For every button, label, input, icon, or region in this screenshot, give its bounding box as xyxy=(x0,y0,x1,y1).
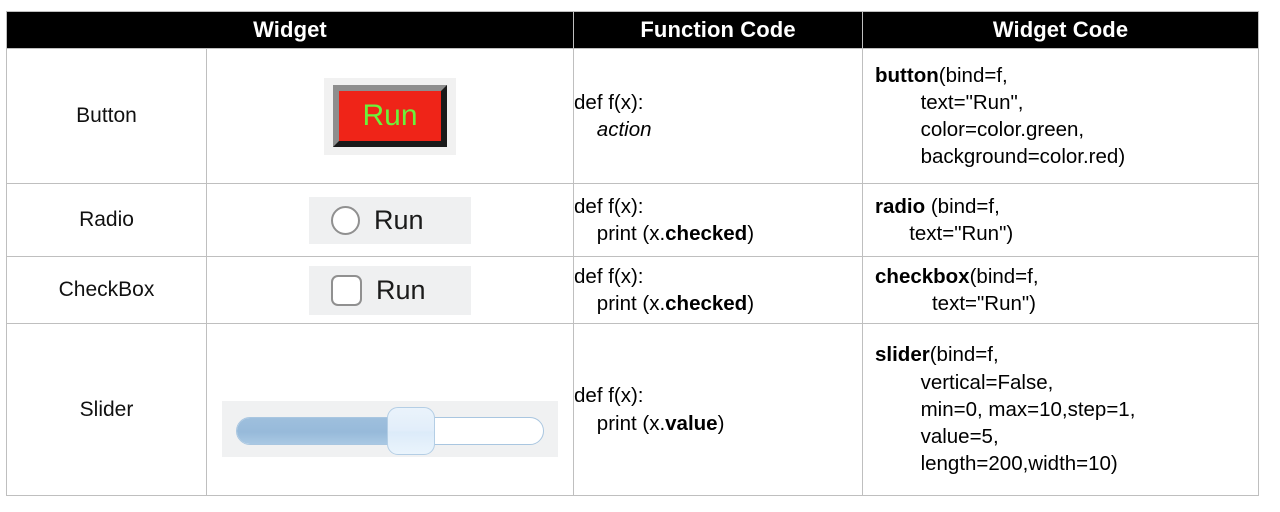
code-token: checked xyxy=(665,222,748,245)
code-token: (bind=f, xyxy=(925,194,1000,218)
code-line: vertical=False, xyxy=(875,369,1258,396)
widget-code-slider: slider(bind=f, vertical=False, min=0, ma… xyxy=(862,323,1260,496)
code-token: ) xyxy=(717,411,725,435)
code-token: def f(x): xyxy=(574,264,644,288)
code-token: value xyxy=(665,411,718,435)
code-token: (bind=f, xyxy=(929,343,999,367)
code-token: color=color.green, xyxy=(875,118,1085,141)
radio-label: Run xyxy=(374,204,424,235)
widget-name-slider: Slider xyxy=(6,323,207,496)
checkbox-label: Run xyxy=(376,274,426,305)
code-token: checked xyxy=(665,292,748,315)
code-token: (bind=f, xyxy=(969,264,1039,288)
widget-name-radio: Radio xyxy=(6,183,207,257)
table-row-radio: Radio Run def f(x): print (x.checked) ra… xyxy=(6,183,1260,257)
widget-code-checkbox: checkbox(bind=f, text="Run") xyxy=(862,256,1260,324)
slider-fill xyxy=(237,418,390,444)
code-token: text="Run", xyxy=(875,90,1024,114)
table-header: Widget Function Code Widget Code xyxy=(5,11,1260,49)
code-line: checkbox(bind=f, xyxy=(875,263,1258,290)
code-token: print (x. xyxy=(574,411,666,435)
code-line: text="Run") xyxy=(875,220,1258,247)
code-line: radio (bind=f, xyxy=(875,193,1258,220)
code-line: min=0, max=10,step=1, xyxy=(875,396,1258,423)
code-token: length=200,width=10) xyxy=(875,452,1118,476)
code-token: text="Run") xyxy=(875,292,1036,315)
code-token: def f(x): xyxy=(574,194,644,218)
code-token: min=0, max=10,step=1, xyxy=(875,397,1136,421)
code-line: def f(x): xyxy=(574,263,862,290)
slider-demo-panel[interactable] xyxy=(222,401,558,457)
code-token: checkbox xyxy=(875,264,970,288)
code-token: text="Run") xyxy=(875,222,1014,245)
code-token: def f(x): xyxy=(574,90,644,114)
checkbox-demo-panel[interactable]: Run xyxy=(309,265,471,315)
column-header-function-code: Function Code xyxy=(573,11,864,49)
widget-code-button: button(bind=f, text="Run", color=color.g… xyxy=(862,48,1260,184)
code-token: background=color.red) xyxy=(875,145,1126,169)
widget-name-button: Button xyxy=(6,48,207,184)
table-body: Button Run def f(x): action button(bind=… xyxy=(6,48,1260,496)
code-token: slider xyxy=(875,343,930,367)
code-line: text="Run") xyxy=(875,290,1258,317)
code-line: button(bind=f, xyxy=(875,62,1258,89)
code-line: def f(x): xyxy=(574,89,862,116)
function-code-slider: def f(x): print (x.value) xyxy=(573,323,864,496)
code-line: color=color.green, xyxy=(875,116,1258,143)
code-token: button xyxy=(875,63,939,87)
code-line: print (x.checked) xyxy=(574,290,862,317)
widget-name-checkbox: CheckBox xyxy=(6,256,207,324)
header-row: Widget Function Code Widget Code xyxy=(5,11,1260,49)
widget-demo-radio: Run xyxy=(205,183,575,257)
widget-demo-button: Run xyxy=(205,48,575,184)
button-demo-panel: Run xyxy=(324,77,456,155)
widget-reference-table: Widget Function Code Widget Code Button … xyxy=(5,11,1260,496)
code-token: (bind=f, xyxy=(938,63,1008,87)
slider-thumb[interactable] xyxy=(387,407,435,455)
code-line: slider(bind=f, xyxy=(875,341,1258,368)
code-token: radio xyxy=(875,194,926,218)
code-token: def f(x): xyxy=(574,384,644,408)
code-token: action xyxy=(574,118,652,141)
code-line: value=5, xyxy=(875,423,1258,450)
code-line: length=200,width=10) xyxy=(875,450,1258,477)
column-header-widget-code: Widget Code xyxy=(862,11,1260,49)
widget-code-radio: radio (bind=f, text="Run") xyxy=(862,183,1260,257)
code-token: ) xyxy=(747,222,755,245)
code-line: text="Run", xyxy=(875,89,1258,116)
checkbox-square-icon[interactable] xyxy=(331,274,362,306)
function-code-checkbox: def f(x): print (x.checked) xyxy=(573,256,864,324)
table-row-checkbox: CheckBox Run def f(x): print (x.checked)… xyxy=(6,256,1260,324)
code-token: vertical=False, xyxy=(875,370,1054,394)
code-line: def f(x): xyxy=(574,193,862,220)
radio-demo-panel[interactable]: Run xyxy=(309,196,471,244)
code-line: action xyxy=(574,116,862,143)
code-line: background=color.red) xyxy=(875,143,1258,170)
function-code-button: def f(x): action xyxy=(573,48,864,184)
code-token: print (x. xyxy=(574,292,666,315)
radio-circle-icon[interactable] xyxy=(331,205,360,235)
widget-demo-checkbox: Run xyxy=(205,256,575,324)
widget-demo-slider xyxy=(205,323,575,496)
run-button[interactable]: Run xyxy=(333,84,447,147)
code-token: value=5, xyxy=(875,425,999,449)
function-code-radio: def f(x): print (x.checked) xyxy=(573,183,864,257)
table-row-slider: Slider def f(x): print (x.value) slider(… xyxy=(6,323,1260,496)
table-row-button: Button Run def f(x): action button(bind=… xyxy=(6,48,1260,184)
code-token: ) xyxy=(747,292,755,315)
code-token: print (x. xyxy=(574,222,666,245)
code-line: print (x.checked) xyxy=(574,220,862,247)
code-line: print (x.value) xyxy=(574,410,862,437)
column-header-widget: Widget xyxy=(5,11,575,49)
code-line: def f(x): xyxy=(574,382,862,409)
